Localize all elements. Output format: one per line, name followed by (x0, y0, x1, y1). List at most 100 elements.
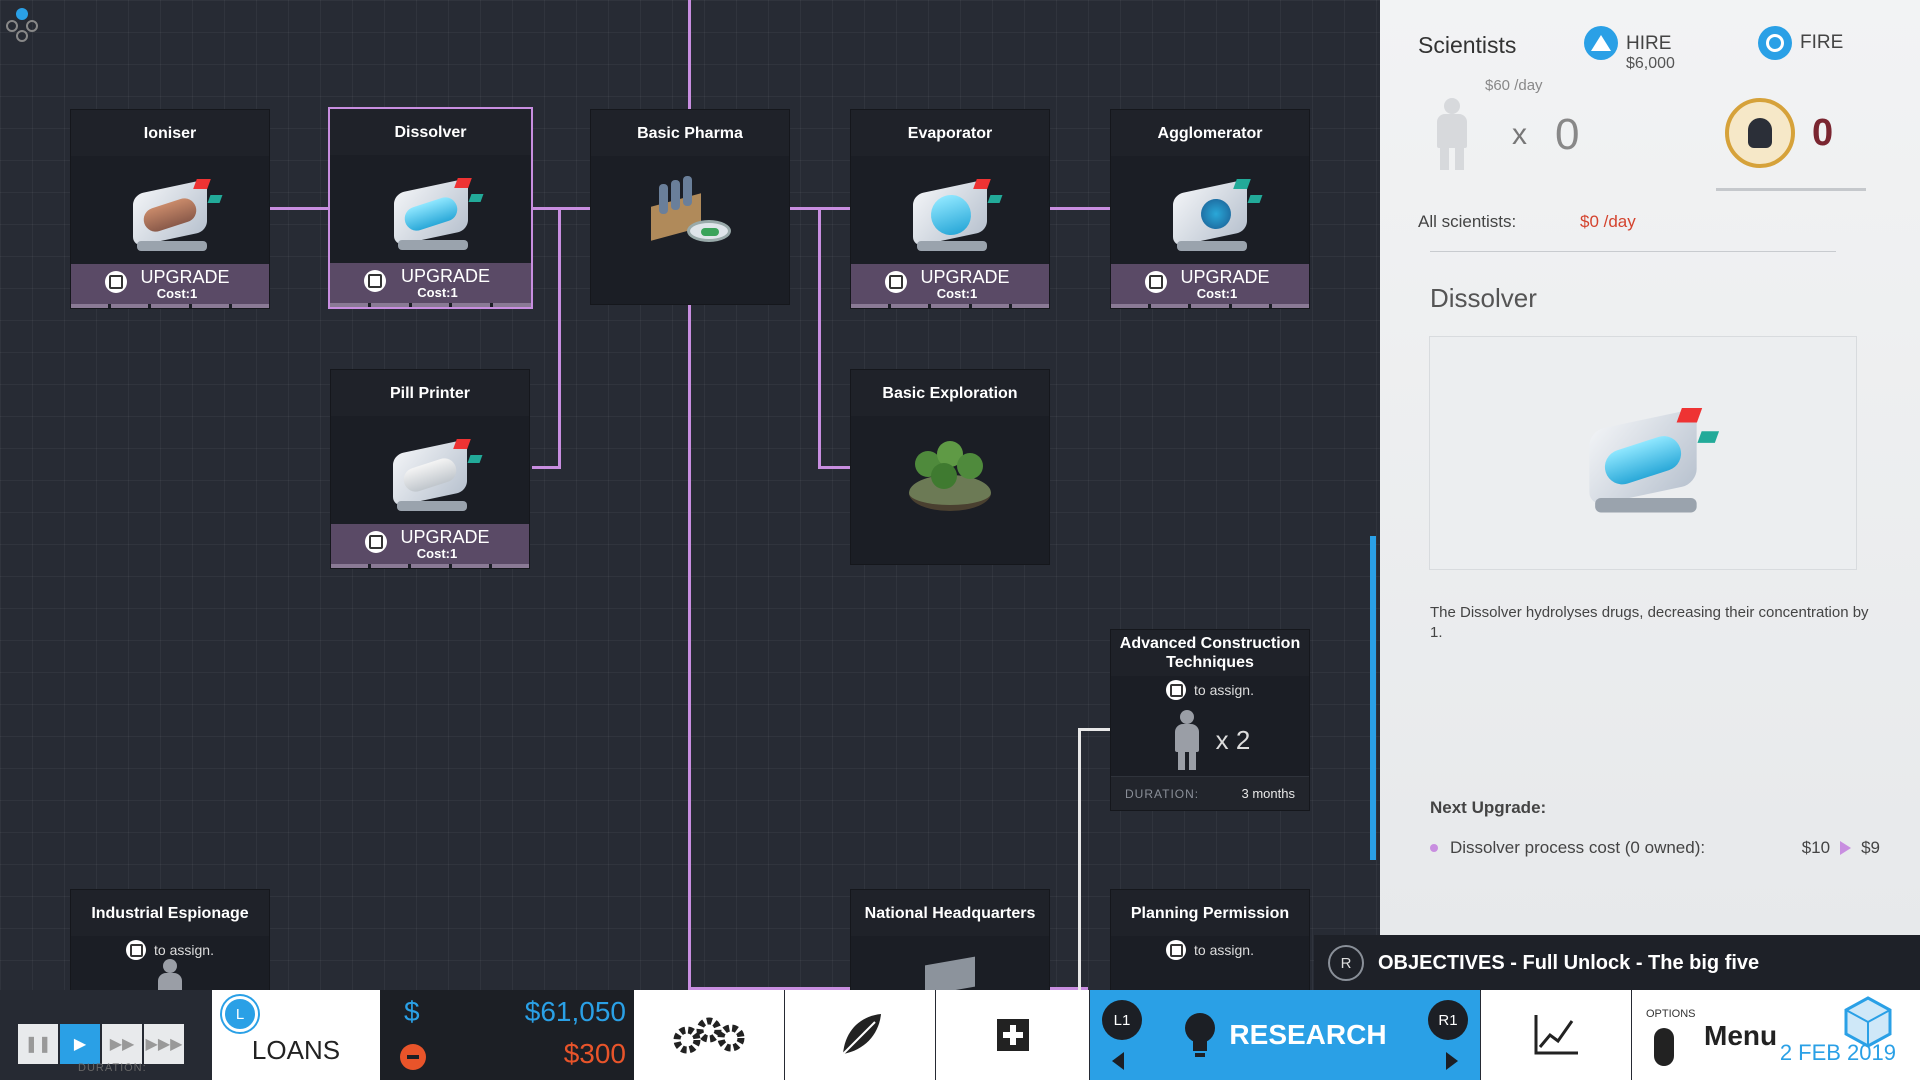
research-project-advanced-construction[interactable]: Advanced Construction Techniques to assi… (1110, 629, 1310, 811)
forest-island-icon (851, 416, 1049, 526)
arrow-right-icon (1840, 841, 1852, 855)
square-button-icon (365, 531, 387, 553)
arrow-left-icon (1112, 1052, 1124, 1070)
node-title: Basic Pharma (591, 110, 789, 156)
assign-label: to assign. (1194, 942, 1254, 958)
pill-printer-machine-icon (331, 416, 529, 524)
health-tab[interactable] (936, 990, 1089, 1080)
research-node-basic-pharma[interactable]: Basic Pharma (590, 109, 790, 305)
scientist-requirement: x 2 (1111, 704, 1309, 776)
scientist-rate: $60 /day (1485, 77, 1543, 94)
scrollbar[interactable] (1370, 536, 1376, 860)
upgrade-label: UPGRADE (1180, 267, 1270, 287)
gears-icon (673, 1017, 745, 1054)
assign-label: to assign. (154, 942, 214, 958)
game-date: 2 FEB 2019 (1779, 1040, 1896, 1065)
research-node-agglomerator[interactable]: Agglomerator UPGRADE Cost:1 (1110, 109, 1310, 309)
research-points-count: 0 (1812, 112, 1834, 154)
line-chart-icon (1534, 1015, 1578, 1055)
node-title: Industrial Espionage (71, 890, 269, 936)
next-upgrade-row: Dissolver process cost (0 owned): $10 $9 (1430, 838, 1880, 858)
stats-tab[interactable] (1481, 990, 1631, 1080)
research-points-badge (1725, 98, 1795, 168)
play-button[interactable]: ▶ (60, 1024, 100, 1064)
selected-item-image (1429, 336, 1857, 570)
production-tab[interactable] (634, 990, 784, 1080)
research-label: RESEARCH (1229, 1019, 1387, 1050)
r1-button-icon: R1 (1428, 1000, 1468, 1040)
hire-price: $6,000 (1626, 55, 1675, 72)
duration-row: DURATION: 3 months (1111, 776, 1309, 810)
selected-item-title: Dissolver (1430, 283, 1537, 313)
dpad-icon (6, 8, 38, 42)
node-title: Planning Permission (1111, 890, 1309, 936)
options-button-icon (1654, 1028, 1674, 1066)
fire-label: FIRE (1800, 32, 1844, 53)
scientist-detail-panel: Scientists HIRE $6,000 FIRE $60 /day x 0… (1380, 0, 1920, 935)
ingredients-tab[interactable] (785, 990, 935, 1080)
loans-label: LOANS (251, 1034, 341, 1065)
l1-button-icon: L1 (1102, 1000, 1142, 1040)
research-project-industrial-espionage[interactable]: Industrial Espionage to assign. (70, 889, 270, 990)
next-upgrade-item: Dissolver process cost (0 owned): (1450, 838, 1706, 857)
research-project-national-headquarters[interactable]: National Headquarters (850, 889, 1050, 990)
upgrade-label: UPGRADE (140, 267, 230, 287)
leaf-icon (842, 1014, 881, 1055)
duration-value: 3 months (1241, 786, 1295, 801)
research-node-pill-printer[interactable]: Pill Printer UPGRADE Cost:1 (330, 369, 530, 569)
next-upgrade-to: $9 (1861, 838, 1880, 857)
agglomerator-machine-icon (1111, 156, 1309, 264)
research-node-ioniser[interactable]: Ioniser UPGRADE Cost:1 (70, 109, 270, 309)
count-multiplier: x (1512, 118, 1527, 151)
upgrade-button[interactable]: UPGRADE Cost:1 (331, 524, 529, 564)
hire-label: HIRE (1626, 33, 1672, 54)
upgrade-label: UPGRADE (400, 266, 490, 286)
upgrade-button[interactable]: UPGRADE Cost:1 (1111, 264, 1309, 304)
objectives-bar[interactable]: R OBJECTIVES - Full Unlock - The big fiv… (1314, 935, 1920, 991)
upgrade-button[interactable]: UPGRADE Cost:1 (71, 264, 269, 304)
duration-label: DURATION: (1125, 786, 1200, 801)
upgrade-cost: Cost:1 (1196, 286, 1238, 301)
research-node-evaporator[interactable]: Evaporator UPGRADE Cost:1 (850, 109, 1050, 309)
square-button-icon (126, 940, 147, 960)
node-title: Agglomerator (1111, 110, 1309, 156)
menu-label: Menu (1704, 1020, 1778, 1051)
divider (1430, 251, 1836, 252)
hire-button[interactable]: HIRE $6,000 (1584, 26, 1675, 74)
circle-button-icon (1758, 26, 1792, 60)
medical-cross-icon (996, 1019, 1029, 1051)
upgrade-button[interactable]: UPGRADE Cost:1 (851, 264, 1049, 304)
square-button-icon (105, 271, 127, 293)
research-tab[interactable]: L1 RESEARCH R1 (1090, 990, 1480, 1080)
assign-label: to assign. (1194, 682, 1254, 698)
dissolver-machine-icon (1563, 388, 1723, 519)
node-title: Dissolver (330, 109, 531, 155)
upgrade-button[interactable]: UPGRADE Cost:1 (330, 263, 531, 303)
arrow-right-icon (1446, 1052, 1458, 1070)
node-title: National Headquarters (851, 890, 1049, 936)
daily-cost: $300 (563, 1038, 626, 1069)
next-upgrade-from: $10 (1801, 838, 1831, 857)
fast-forward-button[interactable]: ▶▶ (102, 1024, 142, 1064)
menu-tab[interactable]: OPTIONS Menu 2 FEB 2019 (1632, 990, 1920, 1080)
all-scientists-cost: $0 /day (1580, 212, 1636, 231)
research-node-dissolver[interactable]: Dissolver UPGRADE Cost:1 (328, 107, 533, 309)
research-progress-bar (1716, 188, 1866, 191)
pharma-lab-icon (591, 156, 789, 264)
duration-small-label: DURATION: (78, 1062, 147, 1074)
loans-tab[interactable]: L LOANS (212, 990, 380, 1080)
node-title: Pill Printer (331, 370, 529, 416)
fastest-button[interactable]: ▶▶▶ (144, 1024, 184, 1064)
fire-button[interactable]: FIRE (1758, 26, 1843, 60)
r-button-icon: R (1328, 945, 1364, 981)
square-button-icon (1145, 271, 1167, 293)
scientist-requirement (71, 959, 269, 990)
triangle-button-icon (1584, 26, 1618, 60)
selected-item-description: The Dissolver hydrolyses drugs, decreasi… (1430, 604, 1869, 641)
pause-button[interactable]: ❚❚ (18, 1024, 58, 1064)
cash-balance: $61,050 (524, 996, 626, 1027)
research-project-planning-permission[interactable]: Planning Permission to assign. (1110, 889, 1310, 990)
options-label: OPTIONS (1646, 1008, 1696, 1020)
research-node-basic-exploration[interactable]: Basic Exploration (850, 369, 1050, 565)
all-scientists-label: All scientists: (1418, 212, 1517, 231)
